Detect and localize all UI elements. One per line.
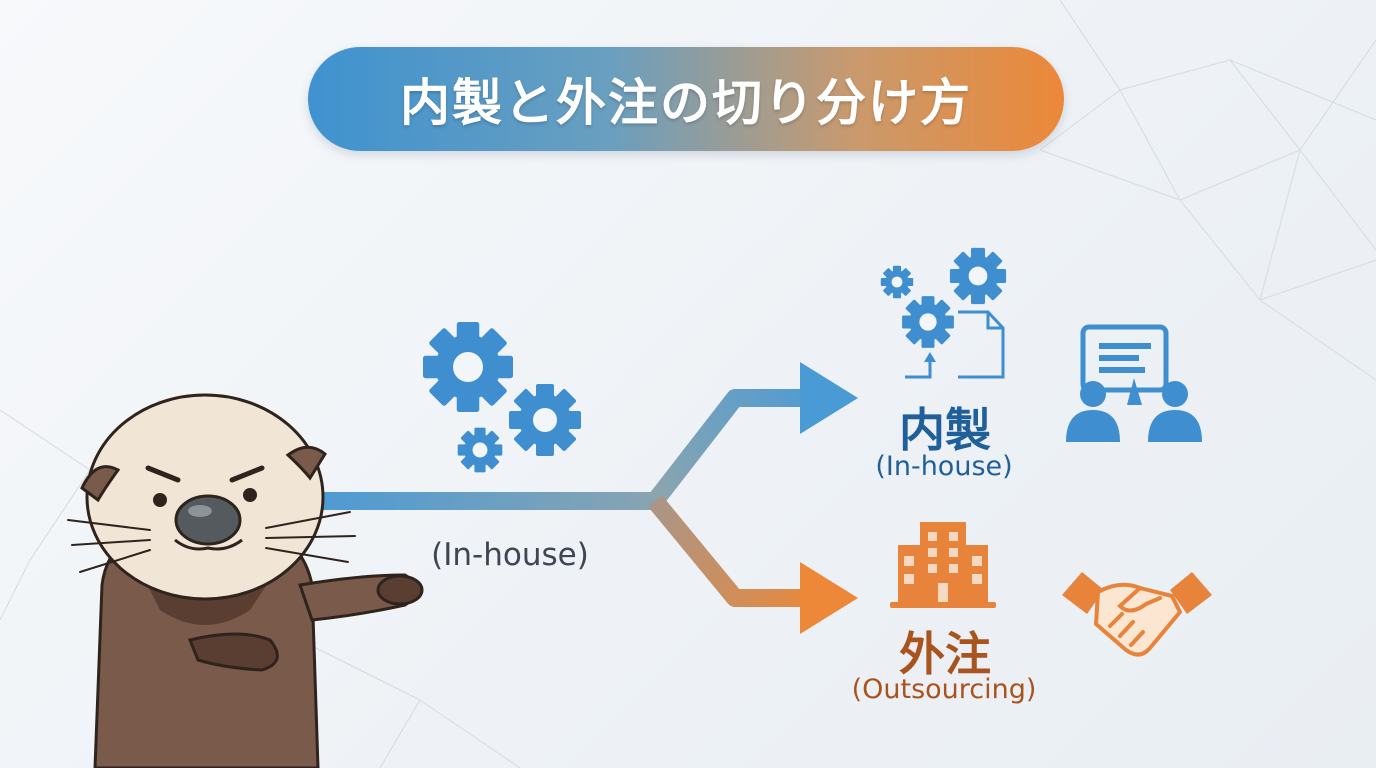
inhouse-subtitle: (In-house)	[875, 451, 1013, 482]
inhouse-title: 内製	[899, 403, 991, 457]
outsource-title: 外注	[899, 627, 991, 681]
office-building-icon	[890, 522, 996, 608]
source-label: (In-house)	[431, 537, 589, 573]
sea-otter-mascot	[67, 393, 424, 768]
gears-icon	[423, 322, 581, 473]
title-banner: 内製と外注の切り分け方	[308, 47, 1064, 151]
outsource-arrowhead	[800, 562, 858, 634]
handshake-icon	[1062, 572, 1212, 657]
team-meeting-icon	[1066, 324, 1202, 442]
flow-arrows	[300, 362, 858, 634]
inhouse-branch-line	[647, 389, 805, 507]
gears-document-icon	[880, 247, 1007, 379]
inhouse-arrowhead	[800, 362, 858, 434]
outsource-subtitle: (Outsourcing)	[851, 674, 1037, 705]
page-title: 内製と外注の切り分け方	[400, 74, 972, 132]
outsource-branch-line	[648, 495, 805, 607]
